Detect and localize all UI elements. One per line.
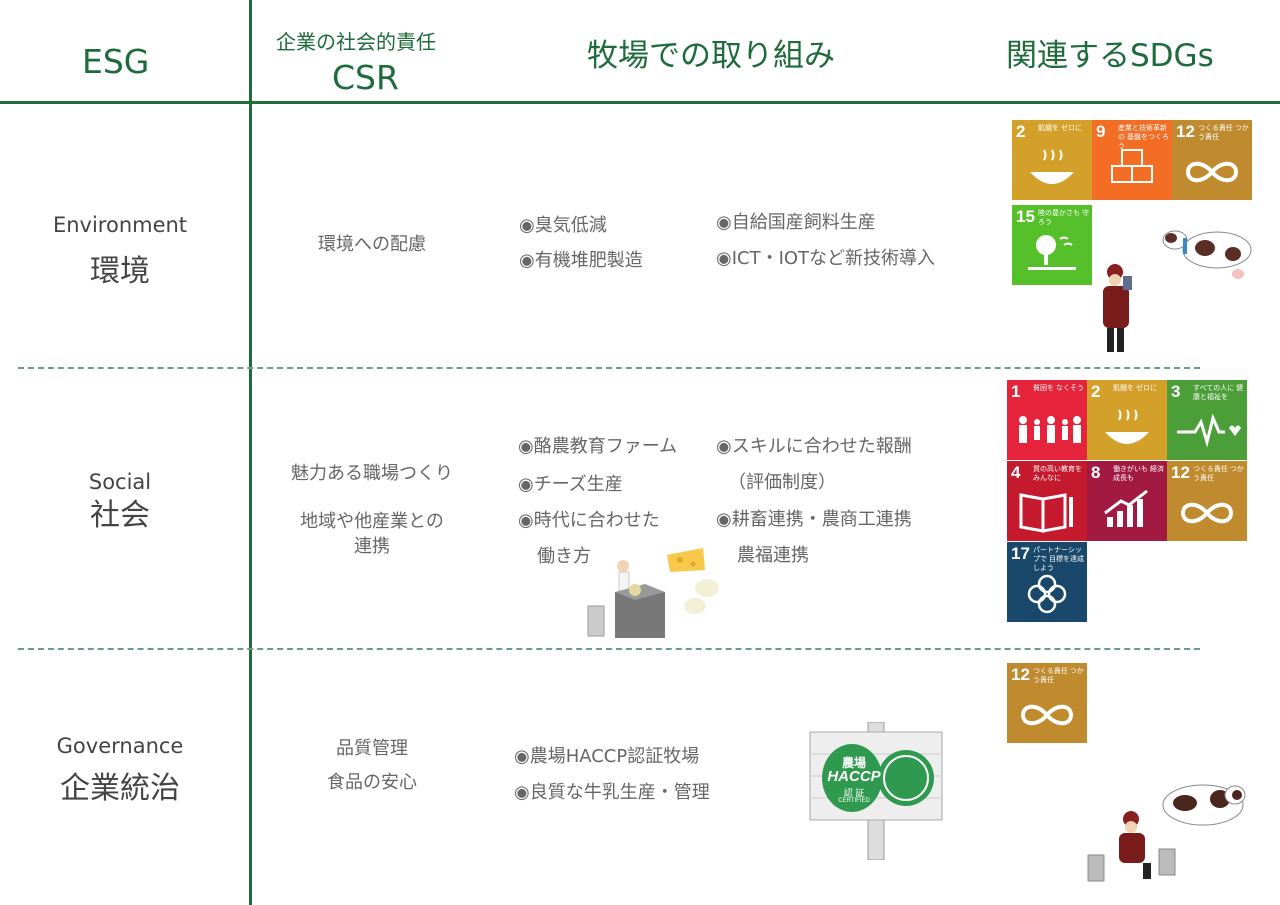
row-divider-1 xyxy=(18,367,1200,369)
farm-item: ◉時代に合わせた xyxy=(518,510,660,531)
csr-environment-1: 環境への配慮 xyxy=(318,234,426,255)
esg-label-environment-jp: 環境 xyxy=(90,254,150,289)
esg-label-governance-jp: 企業統治 xyxy=(60,771,180,806)
sdg-number: 4 xyxy=(1011,463,1021,482)
sdg-12-icon: 12 つくる責任 つかう責任 xyxy=(1167,461,1247,541)
farm-item: 働き方 xyxy=(537,546,591,567)
sdg-number: 12 xyxy=(1171,463,1190,482)
sdg-title: 陸の豊かさも 守ろう xyxy=(1038,210,1089,226)
cheese-making-illustration xyxy=(585,540,735,640)
haccp-label-1: 農場 xyxy=(841,756,866,770)
sdg-number: 2 xyxy=(1016,122,1026,141)
farm-item: （評価制度） xyxy=(728,472,836,493)
esg-label-environment: Environment xyxy=(52,213,188,237)
header-esg: ESG xyxy=(82,42,150,81)
header-sdgs: 関連するSDGs xyxy=(1006,38,1214,74)
haccp-label-4: CERTIFIED xyxy=(838,798,870,804)
header-divider xyxy=(0,101,1280,104)
sdg-17-icon: 17 パートナーシップで 目標を達成しよう xyxy=(1007,542,1087,622)
farm-item: ◉自給国産飼料生産 xyxy=(716,212,876,233)
farm-item: ◉スキルに合わせた報酬 xyxy=(716,436,912,457)
farm-item: ◉農場HACCP認証牧場 xyxy=(514,746,700,767)
farmer-milking-illustration xyxy=(1085,775,1255,885)
sdg-title: 質の高い教育を みんなに xyxy=(1033,466,1082,482)
sdg-number: 1 xyxy=(1011,382,1021,401)
sdg-12-icon: 12 つくる責任 つかう責任 xyxy=(1007,663,1087,743)
csr-social-3: 連携 xyxy=(354,536,390,557)
sdg-3-icon: 3 すべての人に 健康と福祉を xyxy=(1167,380,1247,460)
csr-social-2: 地域や他産業との xyxy=(300,511,444,532)
sdg-title: パートナーシップで 目標を達成しよう xyxy=(1033,547,1084,572)
sdg-title: 飢餓を ゼロに xyxy=(1038,125,1082,132)
farm-item: ◉臭気低減 xyxy=(519,215,607,236)
row-divider-2 xyxy=(18,648,1200,650)
esg-label-social: Social xyxy=(88,470,152,494)
header-farm: 牧場での取り組み xyxy=(587,38,835,74)
sdg-9-icon: 9 産業と技術革新の 基盤をつくろう xyxy=(1092,120,1172,200)
esg-label-social-jp: 社会 xyxy=(90,498,150,533)
csr-social-1: 魅力ある職場つくり xyxy=(291,463,453,484)
sdg-number: 15 xyxy=(1016,207,1035,226)
farm-item: ◉有機堆肥製造 xyxy=(519,250,643,271)
header-csr-subtitle: 企業の社会的責任 xyxy=(276,30,436,54)
farm-item: ◉ICT・IOTなど新技術導入 xyxy=(716,248,936,269)
sdg-2-icon: 2 飢餓を ゼロに xyxy=(1087,380,1167,460)
sdg-number: 8 xyxy=(1091,463,1101,482)
sdg-number: 3 xyxy=(1171,382,1181,401)
sdg-title: すべての人に 健康と福祉を xyxy=(1193,385,1244,401)
csr-governance-2: 食品の安心 xyxy=(327,772,417,793)
esg-label-governance: Governance xyxy=(56,734,184,758)
farm-item: ◉チーズ生産 xyxy=(518,474,623,495)
column-divider xyxy=(249,0,252,905)
sdg-title: 働きがいも 経済成長も xyxy=(1113,466,1164,482)
haccp-label-3: 認 証 xyxy=(843,788,865,798)
farm-item: ◉耕畜連携・農商工連携 xyxy=(716,509,912,530)
sdg-12-icon: 12 つくる責任 つかう責任 xyxy=(1172,120,1252,200)
sdg-8-icon: 8 働きがいも 経済成長も xyxy=(1087,461,1167,541)
sdg-number: 17 xyxy=(1011,544,1030,563)
header-csr: CSR xyxy=(332,58,399,97)
sdg-number: 12 xyxy=(1176,122,1195,141)
sdg-2-icon: 2 飢餓を ゼロに xyxy=(1012,120,1092,200)
sdg-1-icon: 1 貧困を なくそう xyxy=(1007,380,1087,460)
sdg-number: 12 xyxy=(1011,665,1030,684)
sdg-15-icon: 15 陸の豊かさも 守ろう xyxy=(1012,205,1092,285)
sdg-title: 貧困を なくそう xyxy=(1033,385,1084,392)
farm-item: ◉良質な牛乳生産・管理 xyxy=(514,782,710,803)
farmer-tablet-illustration xyxy=(1095,220,1255,358)
sdg-title: つくる責任 つかう責任 xyxy=(1193,466,1244,482)
sdg-title: つくる責任 つかう責任 xyxy=(1033,668,1084,684)
sdg-title: つくる責任 つかう責任 xyxy=(1198,125,1249,141)
sdg-title: 飢餓を ゼロに xyxy=(1113,385,1157,392)
haccp-sign-illustration: 農場 HACCP 認 証 CERTIFIED xyxy=(808,721,944,861)
farm-item: 農福連携 xyxy=(737,545,809,566)
sdg-number: 2 xyxy=(1091,382,1101,401)
farm-item: ◉酪農教育ファーム xyxy=(518,436,678,457)
csr-governance-1: 品質管理 xyxy=(336,738,408,759)
sdg-4-icon: 4 質の高い教育を みんなに xyxy=(1007,461,1087,541)
sdg-title: 産業と技術革新の 基盤をつくろう xyxy=(1118,125,1169,150)
haccp-label-2: HACCP xyxy=(827,768,881,785)
sdg-number: 9 xyxy=(1096,122,1106,141)
